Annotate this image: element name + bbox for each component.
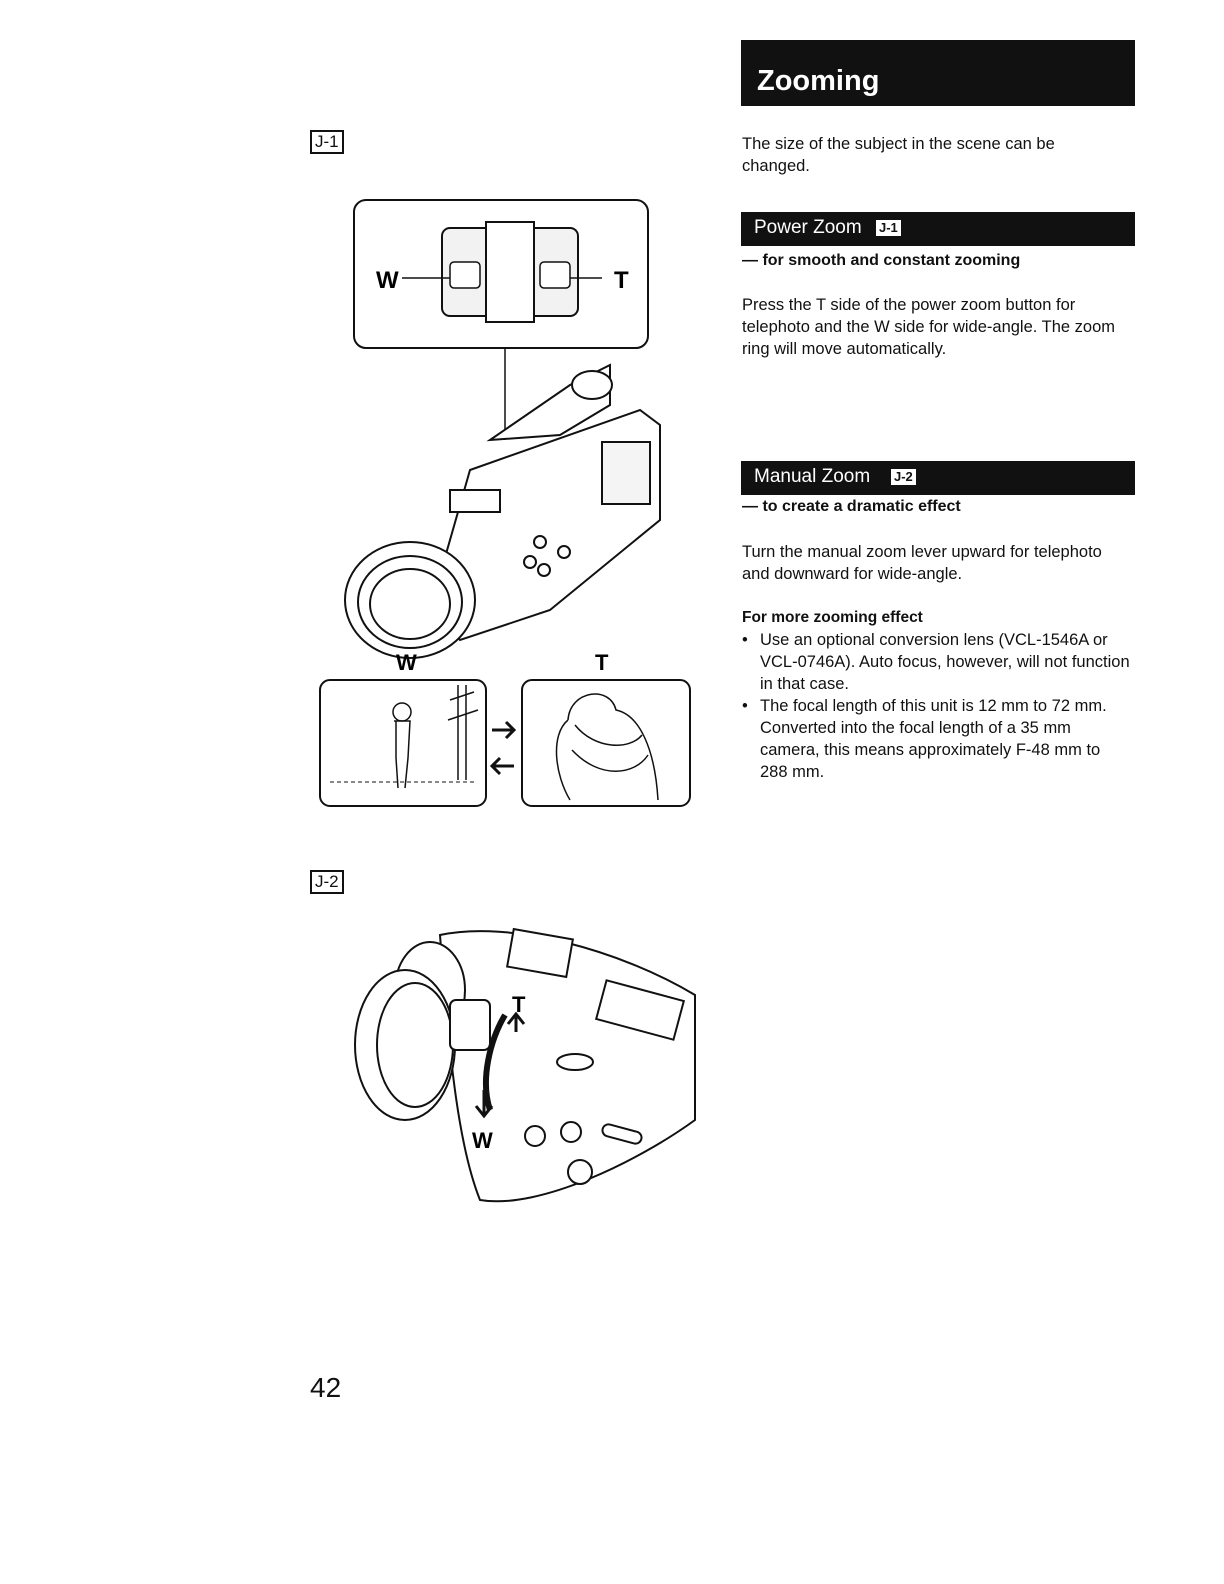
figure-label-j2: J-2 [310,870,344,894]
figure-label-j1: J-1 [310,130,344,154]
lever-t-label: T [512,992,526,1017]
more-effect-heading: For more zooming effect [742,609,923,626]
page-title: Zooming [757,65,880,97]
manual-zoom-body: Turn the manual zoom lever upward for te… [742,543,1102,583]
power-zoom-illustration: W T W T [319,199,691,807]
power-zoom-heading-bar: Power Zoom J-1 [741,212,1135,246]
button-t-label: T [614,267,629,294]
manual-zoom-illustration: T W [354,927,696,1203]
button-w-label: W [376,267,399,294]
power-zoom-subheading: — for smooth and constant zooming [742,252,1021,269]
list-item: The focal length of this unit is 12 mm t… [740,695,1130,783]
camcorder-lens-drawing [354,927,696,1203]
intro-text: The size of the subject in the scene can… [742,135,1055,175]
more-effect-list: Use an optional conversion lens (VCL-154… [740,629,1130,783]
page-number: 42 [310,1372,342,1403]
camcorder-drawing [344,363,661,659]
scene-t-label: T [595,650,609,675]
list-item: Use an optional conversion lens (VCL-154… [740,629,1130,695]
manual-zoom-subheading: — to create a dramatic effect [742,498,961,515]
manual-zoom-tag: J-2 [891,469,916,485]
scene-w-label: W [396,650,417,675]
manual-zoom-heading: Manual Zoom [754,466,871,487]
title-bar: Zooming [741,40,1135,106]
lever-w-label: W [472,1128,493,1153]
manual-zoom-heading-bar: Manual Zoom J-2 [741,461,1135,495]
wide-scene-panel [319,679,487,807]
power-zoom-body: Press the T side of the power zoom butto… [742,296,1115,358]
power-zoom-tag: J-1 [876,220,901,236]
power-zoom-heading: Power Zoom [754,217,862,238]
tele-scene-panel [521,679,691,807]
